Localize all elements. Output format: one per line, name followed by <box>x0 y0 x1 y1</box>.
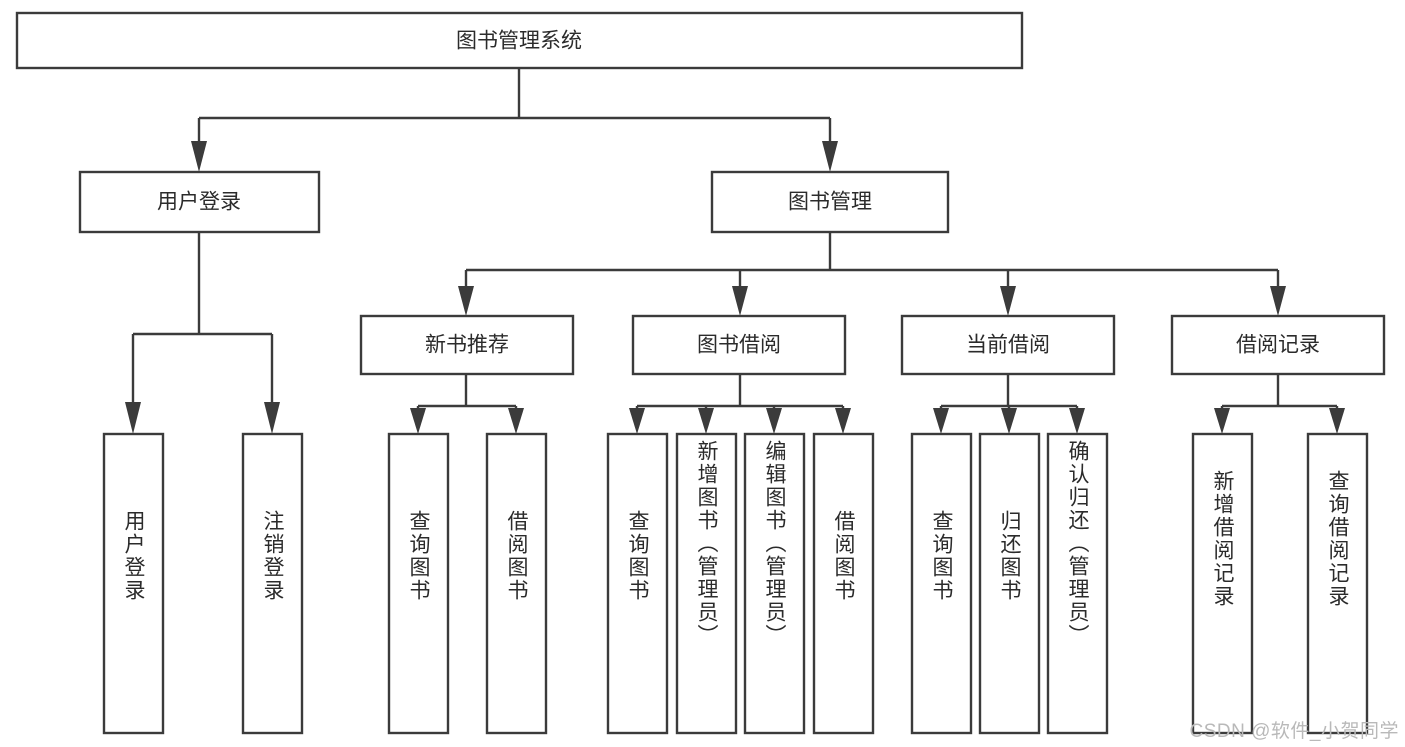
node-root-label: 图书管理系统 <box>456 30 582 53</box>
node-book-borrow-box[interactable] <box>631 314 847 376</box>
node-leaf-edit-book-box[interactable] <box>743 432 806 735</box>
arrowhead-current-borrow <box>1000 286 1016 316</box>
node-user-login-box[interactable] <box>78 170 321 234</box>
node-layer: 图书管理系统 用户登录 图书管理 新书推荐 图书借阅 当前借阅 借阅记录 <box>15 11 1386 735</box>
node-leaf-add-book-box[interactable] <box>675 432 738 735</box>
node-book-borrow-label: 图书借阅 <box>697 334 781 357</box>
node-current-borrow-label: 当前借阅 <box>966 334 1050 357</box>
node-leaf-borrow-book-1-box[interactable] <box>485 432 548 735</box>
node-leaf-user-login-box[interactable] <box>102 432 165 735</box>
arrowhead-leaf-query-book-1 <box>410 408 426 434</box>
node-leaf-query-record-box[interactable] <box>1306 432 1369 735</box>
arrowhead-leaf-add-record <box>1214 408 1230 434</box>
arrowhead-book-manage <box>822 141 838 172</box>
node-root-box[interactable] <box>15 11 1024 70</box>
node-borrow-record-box[interactable] <box>1170 314 1386 376</box>
node-leaf-borrow-book-2-box[interactable] <box>812 432 875 735</box>
node-leaf-query-book-3-box[interactable] <box>910 432 973 735</box>
arrowhead-leaf-edit-book <box>766 408 782 434</box>
node-leaf-logout-login-box[interactable] <box>241 432 304 735</box>
arrowhead-book-borrow <box>732 286 748 316</box>
arrowhead-leaf-return-book <box>1001 408 1017 434</box>
arrowhead-leaf-user-login <box>125 402 141 434</box>
arrowhead-leaf-confirm-return <box>1069 408 1085 434</box>
watermark-text: CSDN @软件_小贺同学 <box>1189 721 1399 742</box>
node-leaf-query-book-2-box[interactable] <box>606 432 669 735</box>
arrowhead-leaf-borrow-book-2 <box>835 408 851 434</box>
node-leaf-add-record-box[interactable] <box>1191 432 1254 735</box>
node-new-book-recommend-label: 新书推荐 <box>425 334 509 357</box>
arrowhead-leaf-query-book-2 <box>629 408 645 434</box>
arrowhead-leaf-add-book <box>698 408 714 434</box>
node-new-book-recommend-box[interactable] <box>359 314 575 376</box>
arrowhead-leaf-query-record <box>1329 408 1345 434</box>
node-user-login-label: 用户登录 <box>157 191 241 214</box>
node-leaf-confirm-return-box[interactable] <box>1046 432 1109 735</box>
arrowhead-leaf-borrow-book-1 <box>508 408 524 434</box>
node-current-borrow-box[interactable] <box>900 314 1116 376</box>
arrowhead-leaf-logout-login <box>264 402 280 434</box>
node-borrow-record-label: 借阅记录 <box>1236 334 1320 357</box>
node-leaf-return-book-box[interactable] <box>978 432 1041 735</box>
node-leaf-query-book-1-box[interactable] <box>387 432 450 735</box>
arrowhead-leaf-query-book-3 <box>933 408 949 434</box>
node-book-manage-box[interactable] <box>710 170 950 234</box>
connector-layer <box>125 68 1345 434</box>
arrowhead-borrow-record <box>1270 286 1286 316</box>
node-book-manage-label: 图书管理 <box>788 191 872 214</box>
arrowhead-new-book-recommend <box>458 286 474 316</box>
arrowhead-user-login <box>191 141 207 172</box>
